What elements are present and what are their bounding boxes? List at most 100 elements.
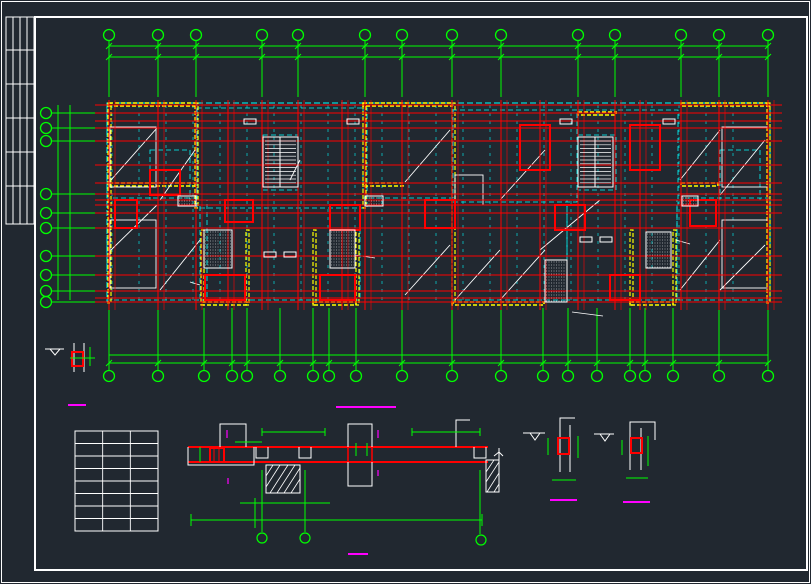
plan-beam-lines bbox=[95, 100, 782, 310]
shaft-outline bbox=[177, 195, 197, 207]
column-block bbox=[629, 124, 661, 171]
axis-bubble-top bbox=[395, 28, 409, 42]
axis-bubble-top bbox=[291, 28, 305, 42]
tick bbox=[448, 53, 456, 61]
column-block bbox=[204, 274, 246, 301]
axis-bubble-top bbox=[608, 28, 622, 42]
window-mark bbox=[579, 236, 593, 243]
axis-bubble-top bbox=[189, 28, 203, 42]
column-block bbox=[424, 199, 456, 229]
tick bbox=[677, 42, 685, 50]
highlight-wall-v bbox=[245, 229, 250, 306]
window-mark bbox=[346, 118, 360, 125]
axis-bubble-left bbox=[39, 249, 53, 263]
tick bbox=[105, 42, 113, 50]
highlight-wall-v bbox=[629, 229, 634, 306]
tick bbox=[361, 42, 369, 50]
tick bbox=[105, 53, 113, 61]
tick bbox=[497, 53, 505, 61]
opening-frame bbox=[109, 219, 157, 289]
axis-bubble-bottom bbox=[712, 369, 726, 383]
leader-line bbox=[189, 281, 201, 286]
tick bbox=[593, 359, 601, 367]
tick bbox=[611, 53, 619, 61]
axis-bubble-bottom bbox=[349, 369, 363, 383]
axis-bubble-bottom bbox=[322, 369, 336, 383]
axis-bubble-left bbox=[39, 121, 53, 135]
tick bbox=[294, 53, 302, 61]
highlight-wall-v bbox=[312, 229, 317, 306]
opening-diagonal bbox=[404, 244, 451, 296]
highlight-wall bbox=[108, 102, 197, 107]
axis-bubble-bottom bbox=[623, 369, 637, 383]
axis-bubble-bottom bbox=[638, 369, 652, 383]
tick bbox=[154, 359, 162, 367]
opening-diagonal bbox=[719, 139, 766, 196]
room-outline bbox=[719, 149, 761, 201]
room-outline bbox=[676, 199, 771, 301]
tick bbox=[200, 359, 208, 367]
room-outline bbox=[196, 107, 368, 209]
opening-diagonal bbox=[159, 239, 201, 291]
tick bbox=[154, 53, 162, 61]
tick bbox=[764, 42, 772, 50]
highlight-wall-v bbox=[200, 229, 205, 306]
axis-bubble-bottom bbox=[666, 369, 680, 383]
axis-bubble-bottom bbox=[561, 369, 575, 383]
column-block bbox=[554, 204, 586, 231]
shaft-outline bbox=[364, 195, 384, 207]
axis-bubble-bottom bbox=[151, 369, 165, 383]
detail-left-label bbox=[68, 404, 86, 406]
shaft-outline bbox=[544, 259, 568, 303]
room-outline bbox=[577, 134, 617, 191]
axis-bubble-bottom bbox=[590, 369, 604, 383]
column-block bbox=[114, 199, 138, 229]
axis-bubble-left bbox=[39, 106, 53, 120]
axis-bubble-top bbox=[674, 28, 688, 42]
tick bbox=[154, 42, 162, 50]
tick bbox=[564, 359, 572, 367]
axis-bubble-left bbox=[39, 268, 53, 282]
axis-bubble-top bbox=[571, 28, 585, 42]
tick bbox=[258, 53, 266, 61]
tick bbox=[398, 359, 406, 367]
shaft-outline bbox=[681, 195, 699, 207]
tick bbox=[611, 42, 619, 50]
tick bbox=[309, 359, 317, 367]
tick bbox=[325, 359, 333, 367]
tick bbox=[228, 359, 236, 367]
legend-table bbox=[74, 430, 159, 532]
tick bbox=[294, 42, 302, 50]
detail-right-a bbox=[523, 417, 579, 501]
axis-bubble-bottom bbox=[445, 369, 459, 383]
axis-bubble-top bbox=[712, 28, 726, 42]
axis-bubble-bottom bbox=[102, 369, 116, 383]
highlight-wall-v bbox=[672, 229, 677, 306]
shaft-outline bbox=[645, 231, 672, 269]
plan-title-underline bbox=[336, 406, 396, 408]
column-block bbox=[149, 169, 181, 196]
opening-diagonal bbox=[679, 239, 721, 291]
window-mark bbox=[662, 118, 676, 125]
tick bbox=[352, 359, 360, 367]
column-block bbox=[689, 199, 717, 227]
opening-diagonal bbox=[539, 199, 601, 251]
tick bbox=[764, 53, 772, 61]
opening-diagonal bbox=[110, 127, 158, 181]
axis-bubble-bottom bbox=[306, 369, 320, 383]
axis-bubble-bottom bbox=[536, 369, 550, 383]
axis-bubble-top bbox=[358, 28, 372, 42]
tick bbox=[361, 53, 369, 61]
tick bbox=[398, 53, 406, 61]
tick bbox=[574, 53, 582, 61]
tick bbox=[398, 42, 406, 50]
plan-wall-outlines bbox=[106, 102, 771, 303]
axis-bubble-top bbox=[255, 28, 269, 42]
opening-diagonal bbox=[719, 244, 766, 291]
axis-bubble-left bbox=[39, 221, 53, 235]
tick bbox=[258, 42, 266, 50]
column-block bbox=[319, 274, 356, 301]
column-block bbox=[224, 199, 254, 223]
tick bbox=[574, 42, 582, 50]
